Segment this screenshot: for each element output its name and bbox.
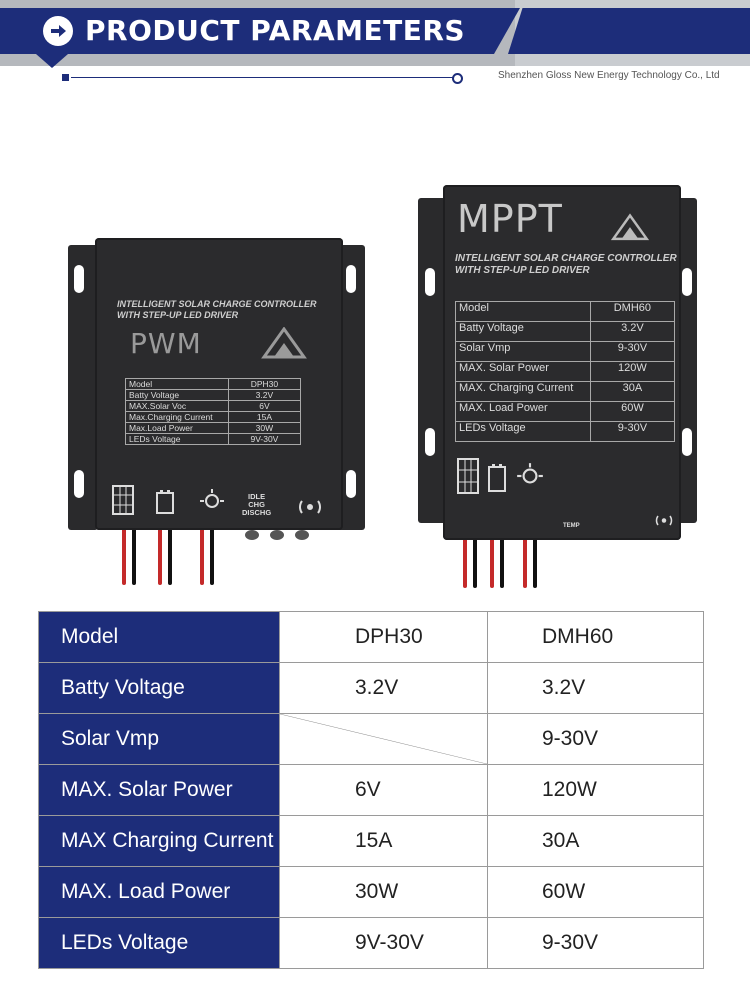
mppt-value: 3.2V [487,662,704,714]
mppt-line2: WITH STEP-UP LED DRIVER [455,265,590,276]
pwm-label: PWM [130,327,202,360]
row-label: LEDs Voltage [38,917,280,969]
table-row: MAX Charging Current 15A 30A [38,815,704,867]
arrow-right-icon [43,16,73,46]
row-label: Solar Vmp [38,713,280,765]
pwm-line2: WITH STEP-UP LED DRIVER [117,310,239,320]
lamp-icon [200,489,224,508]
pwm-value: 30W [279,866,488,918]
mppt-value: 60W [487,866,704,918]
mppt-value: 120W [487,764,704,816]
wireless-icon [655,515,673,526]
table-row: Solar Vmp 9-30V [38,713,704,765]
mppt-value: 9-30V [487,917,704,969]
brand-logo-icon [261,327,307,359]
solar-panel-icon [457,458,479,494]
header-pointer [36,54,68,68]
header-title-bar [0,8,520,54]
table-row: MAX. Solar Power 6V 120W [38,764,704,816]
spec-table: Model DPH30 DMH60 Batty Voltage 3.2V 3.2… [38,611,704,969]
pwm-status-labels: IDLE CHG DISCHG [242,492,272,517]
mppt-label: MPPT [457,197,563,241]
header-divider [62,72,463,84]
mppt-value: 9-30V [487,713,704,765]
row-label: MAX. Solar Power [38,764,280,816]
row-label: Batty Voltage [38,662,280,714]
mppt-value: 30A [487,815,704,867]
header-accent-bar [508,8,750,54]
mppt-value: DMH60 [487,611,704,663]
wireless-icon [299,500,321,514]
mppt-line1: INTELLIGENT SOLAR CHARGE CONTROLLER [455,253,677,264]
table-row: Model DPH30 DMH60 [38,611,704,663]
battery-icon [156,490,174,514]
temp-label: TEMP [563,523,580,529]
pwm-value: DPH30 [279,611,488,663]
battery-icon [488,464,506,492]
lamp-icon [517,463,543,484]
company-name: Shenzhen Gloss New Energy Technology Co.… [498,70,720,81]
pwm-value-empty [279,713,488,765]
table-row: LEDs Voltage 9V-30V 9-30V [38,917,704,969]
pwm-value: 9V-30V [279,917,488,969]
table-row: MAX. Load Power 30W 60W [38,866,704,918]
page-title: PRODUCT PARAMETERS [85,14,466,47]
pwm-controller-image: INTELLIGENT SOLAR CHARGE CONTROLLER WITH… [60,235,365,590]
pwm-value: 6V [279,764,488,816]
pwm-value: 3.2V [279,662,488,714]
brand-logo-icon [610,213,650,241]
table-row: Batty Voltage 3.2V 3.2V [38,662,704,714]
pwm-value: 15A [279,815,488,867]
row-label: MAX Charging Current [38,815,280,867]
row-label: Model [38,611,280,663]
row-label: MAX. Load Power [38,866,280,918]
solar-panel-icon [112,485,134,515]
pwm-line1: INTELLIGENT SOLAR CHARGE CONTROLLER [117,299,317,309]
mppt-controller-image: MPPT INTELLIGENT SOLAR CHARGE CONTROLLER… [415,183,700,588]
